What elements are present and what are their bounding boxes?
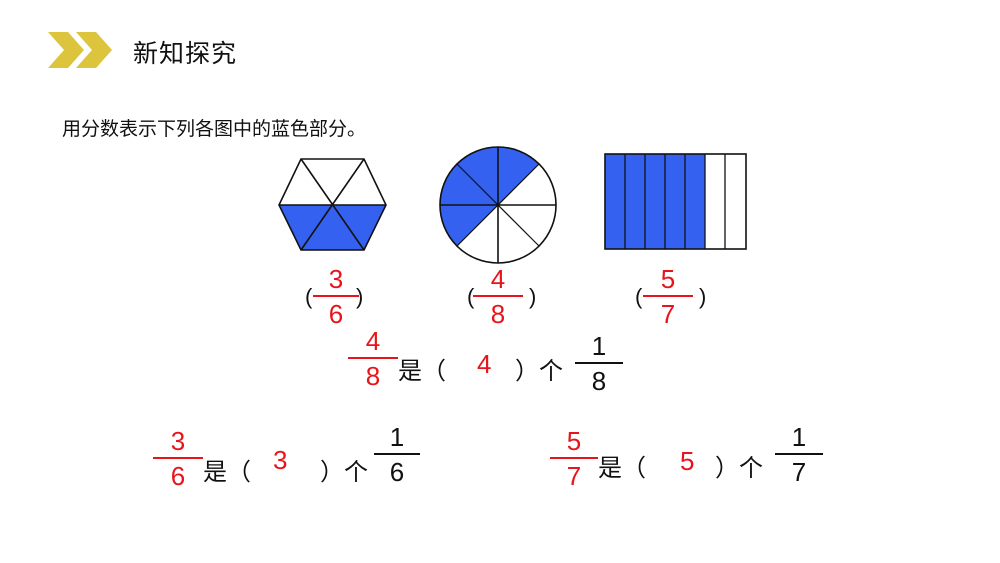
unit-fraction: 1 6 — [374, 424, 420, 485]
unit-fraction: 1 7 — [775, 424, 823, 485]
statement-text: 是（ — [398, 357, 446, 385]
numerator: 3 — [328, 264, 344, 294]
circle-figure — [439, 146, 557, 264]
paren-open: ( — [467, 284, 475, 309]
paren-open: ( — [305, 284, 313, 309]
statement-text: 是（ — [203, 458, 251, 486]
numerator: 5 — [660, 264, 676, 294]
answer-fraction-circle: 4 8 — [473, 266, 523, 327]
paren-close: ) — [529, 284, 537, 309]
hexagon-figure — [278, 158, 387, 251]
fraction-bar — [775, 453, 823, 455]
denominator: 7 — [660, 299, 676, 329]
fraction-bar — [575, 362, 623, 364]
fraction-bar — [374, 453, 420, 455]
paren-close: ) — [356, 284, 364, 309]
fraction-bar — [153, 457, 203, 459]
statement-fraction: 5 7 — [550, 428, 598, 489]
instruction-text: 用分数表示下列各图中的蓝色部分。 — [62, 118, 367, 140]
denominator: 8 — [591, 366, 607, 396]
numerator: 1 — [591, 331, 607, 361]
page-title: 新知探究 — [133, 39, 238, 68]
denominator: 6 — [328, 299, 344, 329]
paren-open: ( — [635, 284, 643, 309]
answer-count: 5 — [680, 446, 695, 476]
statement-fraction: 3 6 — [153, 428, 203, 489]
paren-close: ) — [699, 284, 707, 309]
denominator: 8 — [365, 361, 381, 391]
statement-text: ）个 — [515, 357, 563, 385]
denominator: 8 — [490, 299, 506, 329]
numerator: 4 — [365, 326, 381, 356]
answer-count: 3 — [273, 445, 288, 475]
fraction-bar — [643, 295, 693, 297]
fraction-bar — [313, 295, 359, 297]
numerator: 4 — [490, 264, 506, 294]
fraction-bar — [473, 295, 523, 297]
unit-fraction: 1 8 — [575, 333, 623, 394]
numerator: 1 — [791, 422, 807, 452]
statement-fraction: 4 8 — [348, 328, 398, 389]
answer-fraction-rectangle: 5 7 — [643, 266, 693, 327]
statement-text: ）个 — [715, 454, 763, 482]
answer-fraction-hexagon: 3 6 — [313, 266, 359, 327]
denominator: 7 — [566, 461, 582, 491]
fraction-bar — [348, 357, 398, 359]
statement-text: ）个 — [320, 458, 368, 486]
double-chevron-icon — [48, 32, 112, 68]
fraction-bar — [550, 457, 598, 459]
answer-count: 4 — [477, 349, 492, 379]
numerator: 5 — [566, 426, 582, 456]
numerator: 1 — [389, 422, 405, 452]
rectangle-figure — [604, 153, 747, 250]
numerator: 3 — [170, 426, 186, 456]
denominator: 6 — [389, 457, 405, 487]
denominator: 6 — [170, 461, 186, 491]
denominator: 7 — [791, 457, 807, 487]
statement-text: 是（ — [598, 454, 646, 482]
